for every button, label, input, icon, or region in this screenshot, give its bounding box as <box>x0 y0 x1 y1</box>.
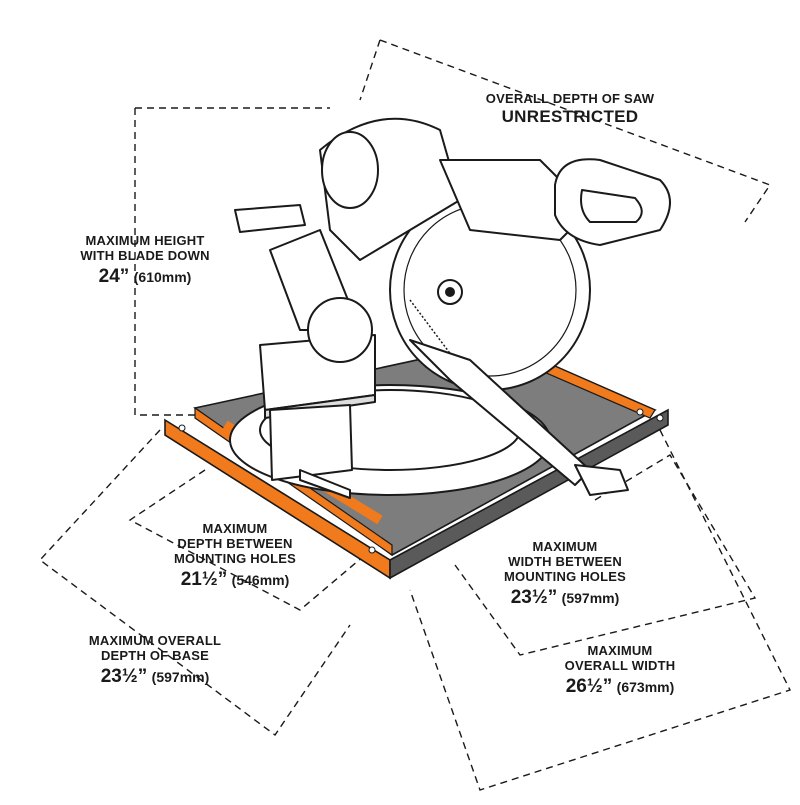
label-line: MAXIMUM <box>532 539 598 554</box>
saw-motor-cap <box>321 131 379 209</box>
label-line: WITH BLADE DOWN <box>80 247 210 263</box>
mounting-hole <box>636 408 644 416</box>
label-width-between-holes: MAXIMUM WIDTH BETWEEN MOUNTING HOLES 23½… <box>480 539 650 609</box>
label-line: DEPTH BETWEEN <box>177 535 293 551</box>
label-measurement: 26½” (673mm) <box>530 676 710 698</box>
guide-width-between-holes <box>454 454 757 656</box>
label-unit: (597mm) <box>151 668 210 685</box>
label-unit: (597mm) <box>561 589 620 606</box>
guide-max-height <box>134 107 330 416</box>
label-line: DEPTH OF BASE <box>100 647 210 663</box>
saw-arbor-bolt <box>445 287 455 297</box>
label-line: OVERALL WIDTH <box>564 657 676 673</box>
saw-miter-handle <box>574 464 629 496</box>
saw-pivot-housing <box>307 297 373 363</box>
label-line: MOUNTING HOLES <box>504 568 626 584</box>
mounting-hole <box>368 546 376 554</box>
label-measurement: 24” (610mm) <box>60 266 230 288</box>
guide-overall-depth-saw <box>379 39 772 223</box>
label-overall-width: MAXIMUM OVERALL WIDTH 26½” (673mm) <box>530 643 710 698</box>
label-depth-between-holes: MAXIMUM DEPTH BETWEEN MOUNTING HOLES 21½… <box>150 521 320 591</box>
label-unit: (610mm) <box>133 268 192 285</box>
miter-saw <box>229 117 671 499</box>
label-line: WIDTH BETWEEN <box>508 553 622 569</box>
mounting-hole <box>178 424 186 432</box>
label-value: 21½” <box>180 568 228 590</box>
label-value: 23½” <box>510 586 558 608</box>
guide-depth-between-holes <box>128 469 366 611</box>
label-measurement: 23½” (597mm) <box>480 587 650 609</box>
label-line: MOUNTING HOLES <box>174 550 296 566</box>
label-value: UNRESTRICTED <box>501 106 639 126</box>
label-overall-depth-of-saw: OVERALL DEPTH OF SAW UNRESTRICTED <box>470 91 670 126</box>
label-value: 26½” <box>565 675 613 697</box>
label-overall-depth-of-base: MAXIMUM OVERALL DEPTH OF BASE 23½” (597m… <box>65 633 245 688</box>
label-line: MAXIMUM <box>202 521 268 536</box>
label-measurement: 21½” (546mm) <box>150 569 320 591</box>
saw-base-foot <box>299 469 351 499</box>
saw-handle-grip-hole <box>580 189 643 223</box>
label-value: 23½” <box>100 665 148 687</box>
label-unit: (546mm) <box>231 571 290 588</box>
label-line: MAXIMUM <box>587 643 653 658</box>
label-max-height: MAXIMUM HEIGHT WITH BLADE DOWN 24” (610m… <box>60 233 230 288</box>
label-measurement: 23½” (597mm) <box>65 666 245 688</box>
saw-rear-rail <box>234 204 306 233</box>
mounting-hole <box>656 414 664 422</box>
guide-overall-width <box>409 429 791 791</box>
mounting-holes <box>178 408 664 554</box>
label-line: MAXIMUM OVERALL <box>88 633 222 648</box>
guide-overall-depth-base <box>38 429 351 736</box>
guide-overall-depth-saw-left <box>359 39 381 101</box>
label-value: 24” <box>98 265 130 287</box>
dimension-guide-lines <box>38 39 791 791</box>
label-unit: (673mm) <box>616 678 675 695</box>
saw-base-left-block <box>269 404 353 481</box>
label-line: MAXIMUM HEIGHT <box>85 233 205 248</box>
label-line: OVERALL DEPTH OF SAW <box>485 91 655 106</box>
